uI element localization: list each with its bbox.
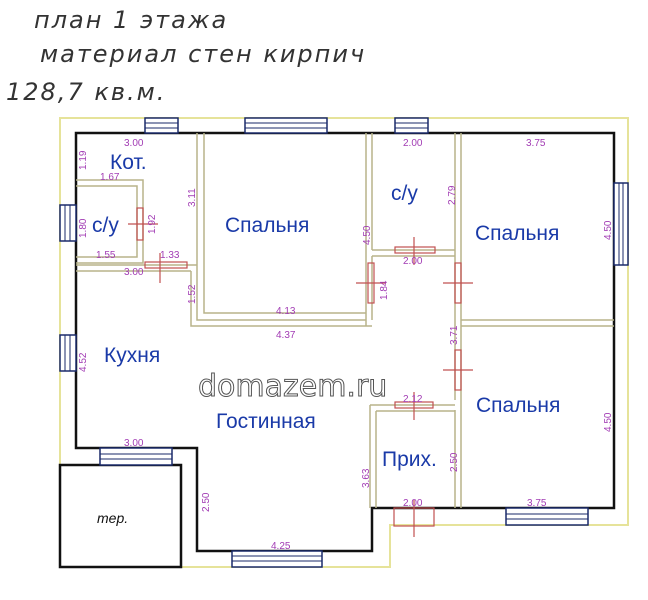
- svg-text:1.52: 1.52: [187, 284, 198, 304]
- dimensions: 3.00 1.19 1.67 1.80 1.92 3.11 1.55 1.33 …: [78, 138, 614, 552]
- svg-text:3.11: 3.11: [187, 188, 198, 207]
- room-label-hall: Прих.: [382, 448, 437, 471]
- svg-text:2.12: 2.12: [403, 394, 423, 405]
- svg-text:2.50: 2.50: [449, 452, 460, 472]
- svg-text:2.00: 2.00: [403, 498, 423, 509]
- svg-text:4.25: 4.25: [271, 541, 291, 552]
- room-label-bedroom1: Спальня: [225, 214, 309, 237]
- doors: [128, 207, 473, 537]
- room-label-bedroom2: Спальня: [475, 222, 559, 245]
- room-label-terrace: тер.: [97, 510, 128, 526]
- svg-text:2.00: 2.00: [403, 256, 423, 267]
- svg-text:3.00: 3.00: [124, 267, 144, 278]
- plan-title: план 1 этажа: [34, 6, 229, 34]
- wall-material: материал стен кирпич: [40, 40, 367, 68]
- svg-text:4.13: 4.13: [276, 306, 296, 317]
- svg-text:4.50: 4.50: [603, 412, 614, 432]
- windows: [59, 117, 629, 568]
- svg-text:4.50: 4.50: [603, 220, 614, 240]
- outer-wall: [74, 131, 616, 553]
- svg-text:4.52: 4.52: [78, 352, 89, 372]
- svg-text:3.00: 3.00: [124, 438, 144, 449]
- svg-text:2.50: 2.50: [201, 492, 212, 512]
- svg-text:3.75: 3.75: [526, 138, 546, 149]
- svg-text:3.71: 3.71: [449, 325, 460, 345]
- svg-text:1.84: 1.84: [379, 280, 390, 300]
- svg-text:1.19: 1.19: [78, 150, 89, 170]
- room-label-boiler: Кот.: [110, 151, 147, 174]
- room-label-kitchen: Кухня: [104, 344, 160, 367]
- room-label-wc2: с/у: [391, 182, 418, 205]
- svg-text:3.00: 3.00: [124, 138, 144, 149]
- svg-text:4.50: 4.50: [362, 225, 373, 245]
- svg-text:3.75: 3.75: [527, 498, 547, 509]
- svg-text:1.80: 1.80: [78, 218, 89, 238]
- svg-text:1.33: 1.33: [160, 250, 180, 261]
- room-label-wc1: с/у: [92, 214, 119, 237]
- svg-text:1.67: 1.67: [100, 172, 120, 183]
- total-area: 128,7 кв.м.: [6, 78, 167, 106]
- watermark: domazem.ru: [198, 369, 387, 404]
- svg-text:1.92: 1.92: [147, 214, 158, 234]
- outer-contour: [59, 117, 629, 568]
- room-label-living: Гостинная: [216, 410, 316, 433]
- svg-text:2.00: 2.00: [403, 138, 423, 149]
- svg-text:2.79: 2.79: [447, 185, 458, 205]
- svg-text:3.63: 3.63: [361, 468, 372, 488]
- svg-text:4.37: 4.37: [276, 330, 296, 341]
- room-label-bedroom3: Спальня: [476, 394, 560, 417]
- svg-text:1.55: 1.55: [96, 250, 116, 261]
